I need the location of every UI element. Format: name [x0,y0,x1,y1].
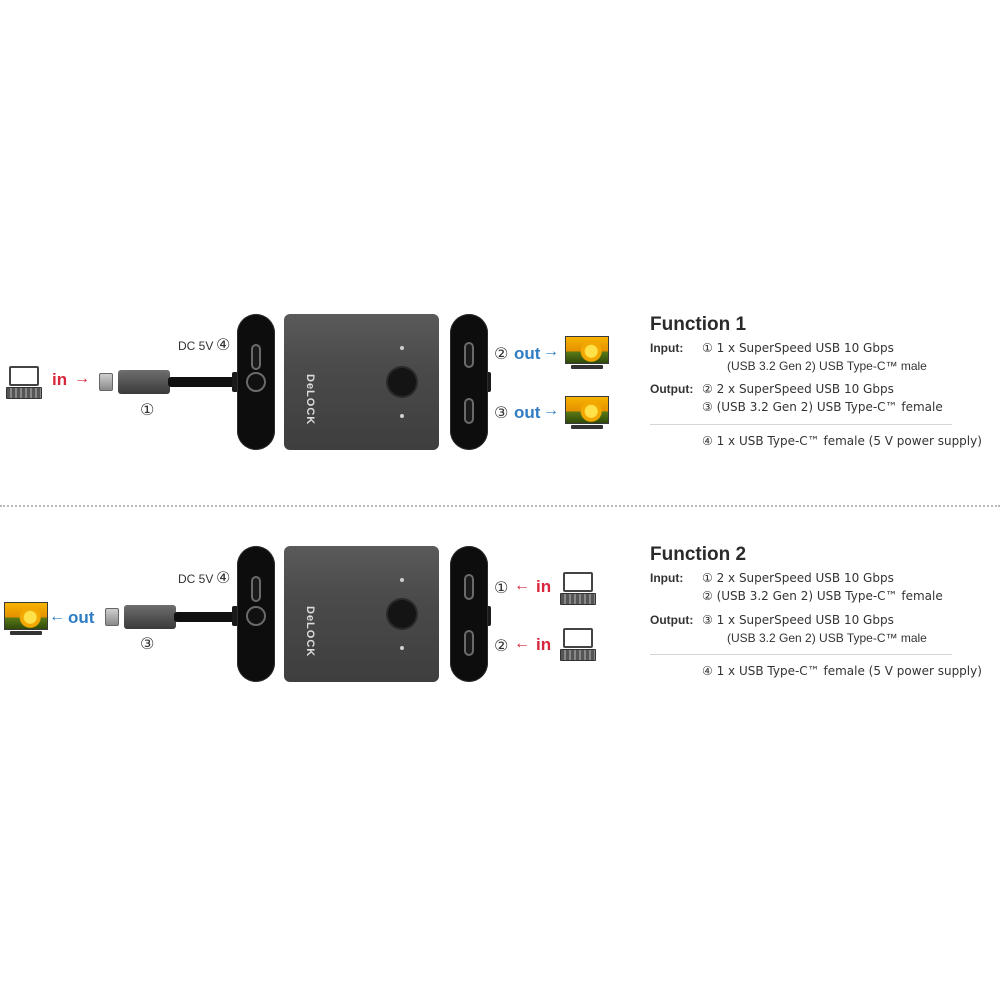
cable-marker: ① [140,400,155,419]
input-line-2: ② (USB 3.2 Gen 2) USB Type-C™ female [702,589,943,603]
arrow-left-icon: ← [514,577,530,594]
dc-marker: ④ [216,335,231,354]
led-indicator [400,578,404,582]
cable [168,377,236,387]
out-label: out [514,344,541,363]
input-key: Input: [650,341,684,355]
input-marker-2: ② [494,636,509,655]
usb-c-plug-tip [99,373,113,391]
switch-body: DeLOCK [284,546,439,682]
power-line: ④ 1 x USB Type-C™ female (5 V power supp… [702,434,982,448]
arrow-right-icon: → [543,343,559,360]
input-line-1: ① 2 x SuperSpeed USB 10 Gbps [702,571,894,585]
output-key: Output: [650,613,694,627]
section-divider [0,505,1000,507]
power-line: ④ 1 x USB Type-C™ female (5 V power supp… [702,664,982,678]
output-line-2: (USB 3.2 Gen 2) USB Type-C™ male [727,631,927,645]
monitor-icon [4,602,48,636]
output-marker-3: ③ [494,403,509,422]
cable [174,612,236,622]
led-indicator [400,414,404,418]
monitor-icon [565,336,609,370]
dc-label: DC 5V [178,339,214,353]
usb-c-plug [118,370,170,394]
out-label: out [514,403,541,422]
led-indicator [400,646,404,650]
right-end-cap [450,546,488,682]
divider-line [650,654,952,655]
usb-c-port-3 [464,398,474,424]
monitor-icon [565,396,609,430]
right-end-cap [450,314,488,450]
function-2-diagram: ← out ③ DC 5V ④ DeLOCK ① ← in ② ← in Fun… [0,530,1000,730]
output-marker-2: ② [494,344,509,363]
brand-logo: DeLOCK [304,606,316,658]
cable-marker: ③ [140,634,155,653]
left-end-cap [237,546,275,682]
in-label: in [52,370,68,389]
input-marker-1: ① [494,578,509,597]
input-line-1: ① 1 x SuperSpeed USB 10 Gbps [702,341,894,355]
dc-label: DC 5V [178,572,214,586]
function-2-spec: Function 2 Input: ① 2 x SuperSpeed USB 1… [650,544,982,678]
laptop-icon [560,628,596,662]
function-1-spec: Function 1 Input: ① 1 x SuperSpeed USB 1… [650,314,982,448]
function-1-diagram: in → ① DC 5V ④ DeLOCK ② out → ③ out → Fu… [0,300,1000,500]
dc-marker: ④ [216,568,231,587]
output-key: Output: [650,382,694,396]
usb-c-plug [124,605,176,629]
output-line-2: ③ (USB 3.2 Gen 2) USB Type-C™ female [702,400,943,414]
left-end-cap [237,314,275,450]
usb-c-cable-port [246,372,266,392]
led-indicator [400,346,404,350]
divider-line [650,424,952,425]
laptop-icon [560,572,596,606]
usb-c-port [251,576,261,602]
function-title: Function 1 [650,314,747,335]
switch-button[interactable] [388,368,416,396]
usb-c-plug-tip [105,608,119,626]
in-label: in [536,635,552,654]
output-line-1: ③ 1 x SuperSpeed USB 10 Gbps [702,613,894,627]
input-line-2: (USB 3.2 Gen 2) USB Type-C™ male [727,359,927,373]
out-label: out [68,608,95,627]
function-title: Function 2 [650,544,747,565]
brand-logo: DeLOCK [304,374,316,426]
input-key: Input: [650,571,684,585]
usb-c-port [251,344,261,370]
usb-c-cable-port [246,606,266,626]
switch-body: DeLOCK [284,314,439,450]
arrow-right-icon: → [74,370,90,387]
usb-c-port-2 [464,630,474,656]
output-line-1: ② 2 x SuperSpeed USB 10 Gbps [702,382,894,396]
arrow-left-icon: ← [514,635,530,652]
usb-c-port-2 [464,342,474,368]
in-label: in [536,577,552,596]
laptop-icon [6,366,42,400]
switch-button[interactable] [388,600,416,628]
arrow-left-icon: ← [49,608,65,625]
arrow-right-icon: → [543,402,559,419]
usb-c-port-1 [464,574,474,600]
